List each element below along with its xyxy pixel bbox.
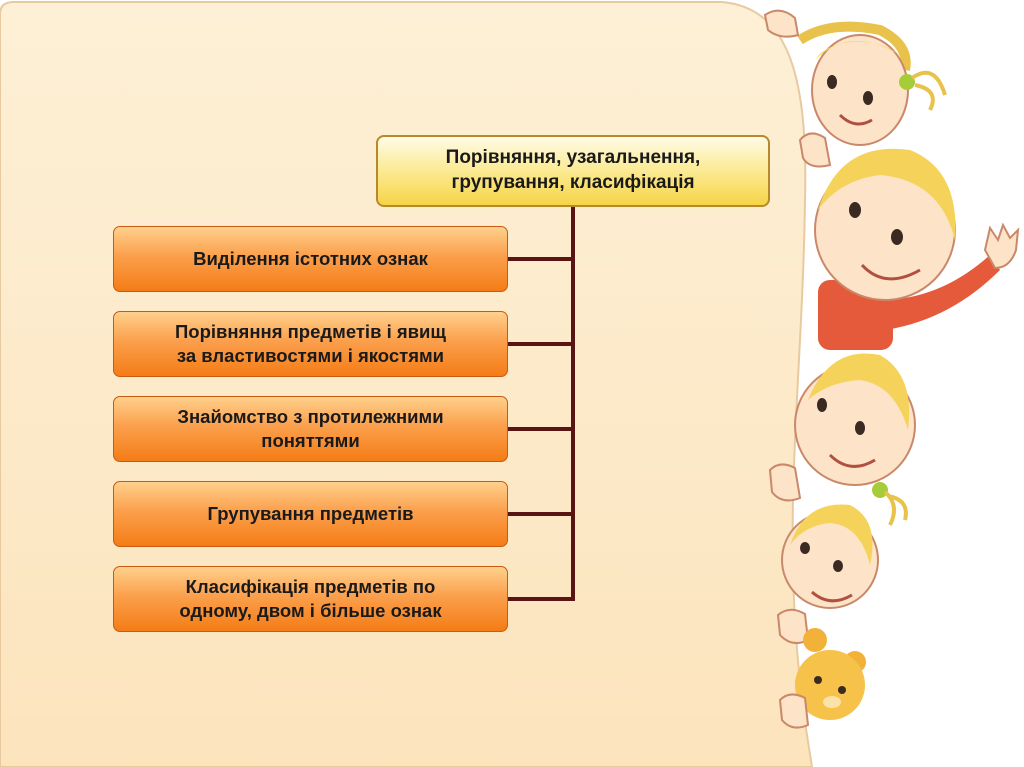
child-node-label: Виділення істотних ознак — [193, 247, 428, 269]
teddy-bear-icon — [778, 628, 866, 729]
child-node-label: Групування предметів — [207, 502, 414, 524]
child-node-1: Виділення істотних ознак — [113, 226, 508, 292]
child-face-icon — [798, 132, 1020, 350]
child-node-label: Порівняння предметів і явищ за властивос… — [174, 320, 447, 366]
root-node-label: Порівняння, узагальнення, групування, кл… — [445, 147, 701, 193]
child-node-label: Знайомство з протилежними поняттями — [177, 405, 444, 451]
child-node-2: Порівняння предметів і явищ за властивос… — [113, 311, 508, 377]
child-face-icon — [763, 9, 947, 146]
child-node-4: Групування предметів — [113, 481, 508, 547]
child-face-icon — [776, 504, 879, 645]
child-node-3: Знайомство з протилежними поняттями — [113, 396, 508, 462]
child-node-5: Класифікація предметів по одному, двом і… — [113, 566, 508, 632]
root-node: Порівняння, узагальнення, групування, кл… — [376, 135, 770, 207]
child-node-label: Класифікація предметів по одному, двом і… — [179, 575, 442, 621]
child-face-icon — [768, 353, 916, 526]
